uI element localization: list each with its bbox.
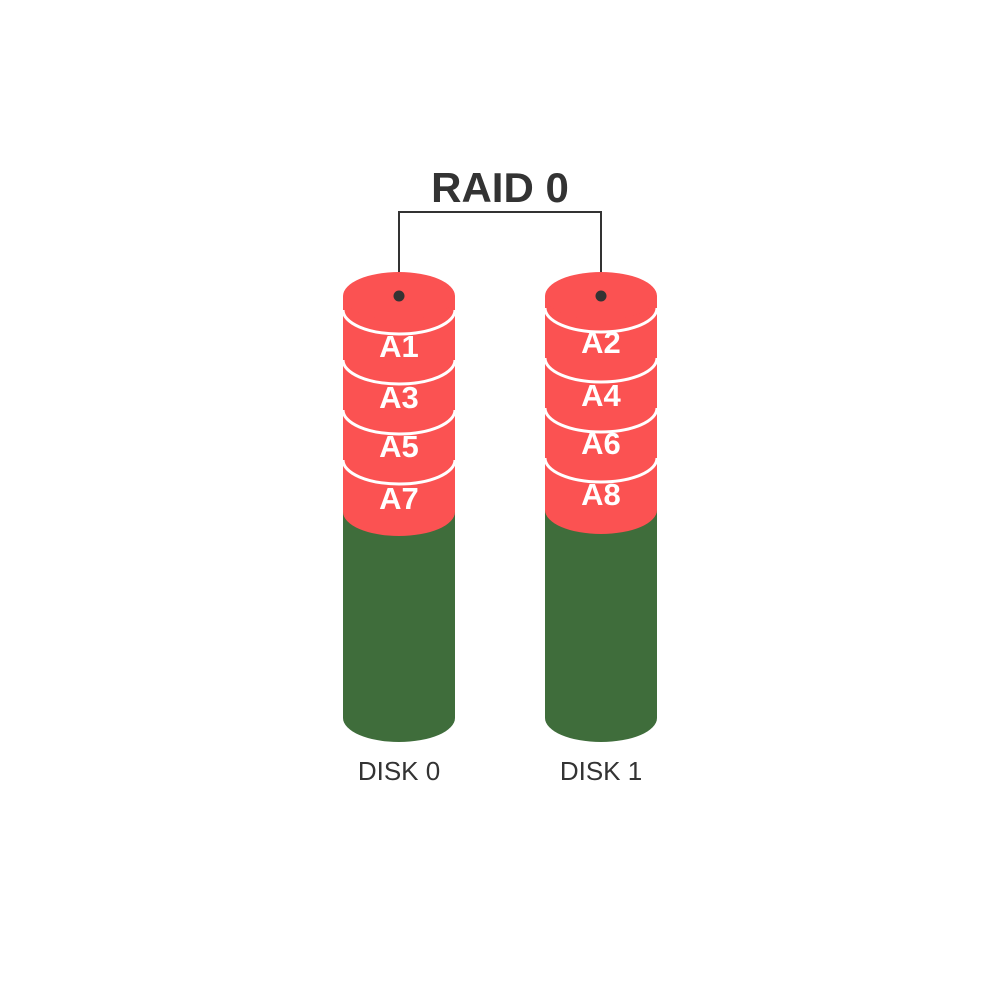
disk-data-region — [343, 296, 455, 536]
diagram-title: RAID 0 — [431, 164, 569, 211]
connector-dot — [393, 290, 405, 302]
block-separator — [543, 407, 659, 434]
block-separator — [341, 459, 457, 486]
data-block-label: A2 — [581, 325, 621, 360]
disk-0-label: DISK 0 — [358, 756, 440, 786]
data-block-label: A5 — [379, 429, 419, 464]
block-separator — [341, 309, 457, 336]
raid-connector — [398, 211, 602, 296]
connector-line — [398, 211, 602, 296]
data-block-label: A8 — [581, 477, 621, 512]
disk-free-space — [545, 510, 657, 742]
block-separator — [543, 357, 659, 384]
disk-free-space — [343, 512, 455, 742]
data-block-label: A4 — [581, 378, 621, 413]
block-separator — [543, 457, 659, 484]
block-separator — [341, 409, 457, 436]
block-separator — [341, 359, 457, 386]
data-block-label: A1 — [379, 329, 419, 364]
data-block-label: A3 — [379, 380, 419, 415]
data-block-label: A7 — [379, 481, 419, 516]
connector-dot — [595, 290, 607, 302]
data-block-label: A6 — [581, 426, 621, 461]
disk-data-region — [545, 296, 657, 534]
block-separator — [543, 307, 659, 334]
disk-1-label: DISK 1 — [560, 756, 642, 786]
